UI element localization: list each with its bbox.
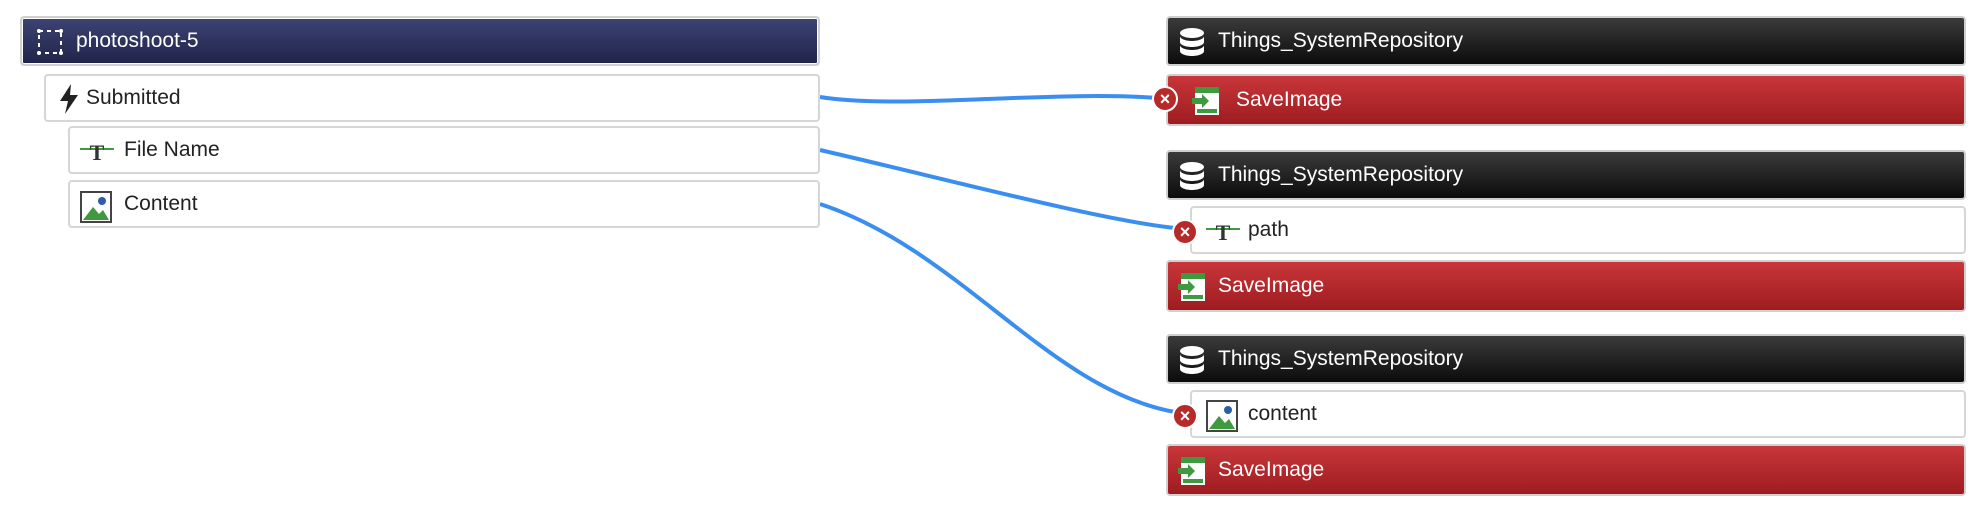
service-name: SaveImage [1218, 458, 1325, 481]
param-content[interactable]: content [1190, 390, 1966, 438]
thing-name: Things_SystemRepository [1218, 347, 1464, 370]
param-name: content [1248, 402, 1317, 425]
dashed-square-icon [37, 29, 63, 55]
lightning-bolt-icon [60, 84, 78, 114]
link-filename-to-path[interactable] [819, 148, 1176, 230]
widget-title: photoshoot-5 [76, 29, 199, 52]
link-submitted-to-saveimage[interactable] [819, 94, 1159, 104]
service-name: SaveImage [1218, 274, 1325, 297]
service-saveimage-2[interactable]: SaveImage [1166, 260, 1966, 312]
service-execute-icon [1178, 273, 1205, 301]
service-name: SaveImage [1236, 88, 1343, 111]
link-content-to-content[interactable] [819, 202, 1176, 414]
param-name: path [1248, 218, 1289, 241]
thing-header-2[interactable]: Things_SystemRepository [1166, 150, 1966, 200]
service-saveimage-3[interactable]: SaveImage [1166, 444, 1966, 496]
database-icon [1180, 28, 1204, 56]
error-x-icon[interactable]: × [1172, 403, 1198, 429]
service-execute-icon [1192, 87, 1219, 115]
text-type-icon: T [80, 140, 114, 164]
field-file-name[interactable]: T File Name [68, 126, 820, 174]
svg-text:T: T [1216, 220, 1231, 244]
field-label: Content [124, 192, 198, 215]
error-x-icon[interactable]: × [1172, 219, 1198, 245]
field-label: File Name [124, 138, 220, 161]
service-saveimage-1[interactable]: SaveImage [1166, 74, 1966, 126]
database-icon [1180, 162, 1204, 190]
widget-header[interactable]: photoshoot-5 [20, 16, 820, 66]
thing-header-3[interactable]: Things_SystemRepository [1166, 334, 1966, 384]
thing-header-1[interactable]: Things_SystemRepository [1166, 16, 1966, 66]
event-label: Submitted [86, 86, 181, 109]
service-execute-icon [1178, 457, 1205, 485]
svg-text:T: T [90, 140, 105, 164]
image-icon [80, 191, 112, 223]
text-type-icon: T [1206, 220, 1240, 244]
error-x-icon[interactable]: × [1152, 86, 1178, 112]
param-path[interactable]: T path [1190, 206, 1966, 254]
image-icon [1206, 400, 1238, 432]
thing-name: Things_SystemRepository [1218, 163, 1464, 186]
field-content[interactable]: Content [68, 180, 820, 228]
database-icon [1180, 346, 1204, 374]
event-submitted[interactable]: Submitted [44, 74, 820, 122]
thing-name: Things_SystemRepository [1218, 29, 1464, 52]
